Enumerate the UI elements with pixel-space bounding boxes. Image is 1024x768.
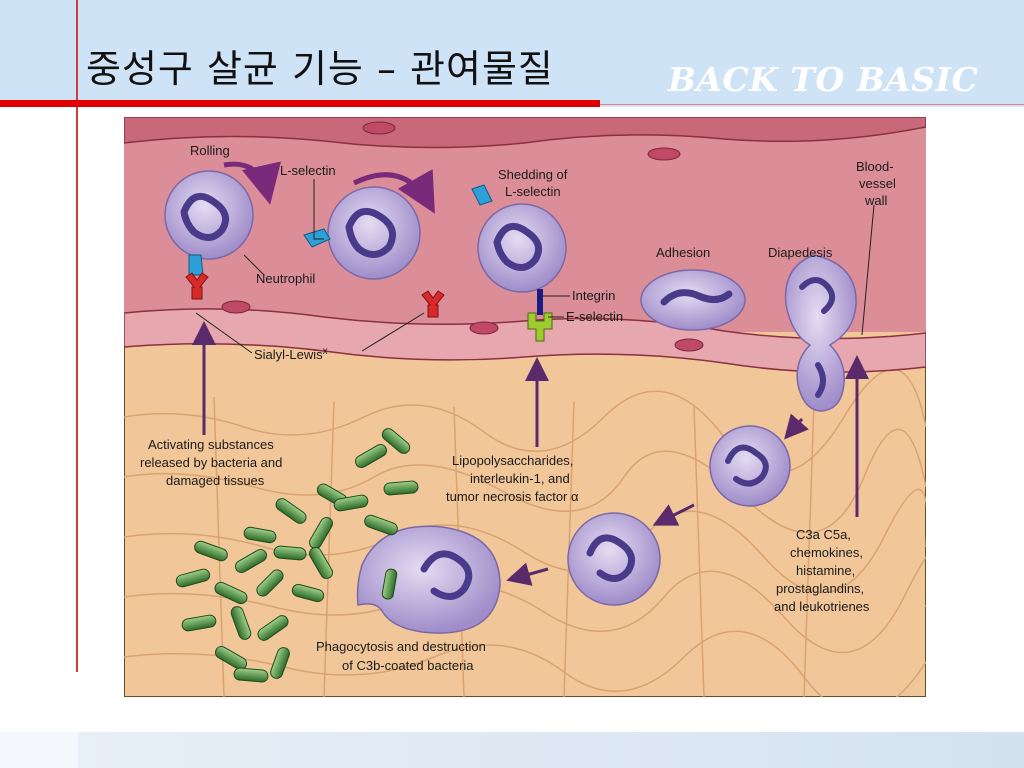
label-activating-2: released by bacteria and (140, 455, 282, 470)
neutrophil-shedding (477, 203, 567, 293)
label-phagocytosis-1: Phagocytosis and destruction (316, 639, 486, 654)
neutrophil-rolling-1 (164, 170, 254, 260)
brand-watermark: BACK TO BASIC (668, 60, 979, 99)
vessel-bottom-wall (124, 308, 926, 373)
rolling-arrow-1 (223, 161, 281, 205)
label-adhesion: Adhesion (656, 245, 710, 260)
endothelial-nuclei (221, 121, 704, 352)
neutrophil-rolling-2 (327, 186, 421, 280)
label-lps-2: interleukin-1, and (470, 471, 570, 486)
neutrophil-migration-diagram: Rolling L-selectin Shedding of L-selecti… (124, 117, 926, 697)
title-underline (0, 100, 600, 107)
integrin-molecule (537, 289, 543, 315)
e-selectin-molecule (527, 312, 553, 342)
label-activating-1: Activating substances (148, 437, 274, 452)
label-chemokines-5: and leukotrienes (774, 599, 870, 614)
label-chemokines-1: C3a C5a, (796, 527, 851, 542)
footer-box (0, 732, 78, 768)
label-e-selectin: E-selectin (566, 309, 623, 324)
leader-lines (195, 179, 875, 354)
label-l-selectin: L-selectin (280, 163, 336, 178)
label-lps-1: Lipopolysaccharides, (452, 453, 573, 468)
neutrophil-diapedesis (784, 254, 857, 412)
l-selectin-molecules (188, 184, 493, 276)
label-blood-vessel-3: wall (864, 193, 888, 208)
label-activating-3: damaged tissues (166, 473, 265, 488)
label-blood-vessel-1: Blood- (856, 159, 894, 174)
neutrophil-migrating-2 (567, 512, 661, 606)
label-phagocytosis-2: of C3b-coated bacteria (342, 658, 474, 673)
label-shedding-2: L-selectin (505, 184, 561, 199)
title-thin-rule (600, 104, 1024, 105)
arrow-migrate-2 (652, 503, 695, 526)
label-blood-vessel-2: vessel (859, 176, 896, 191)
label-shedding-1: Shedding of (498, 167, 568, 182)
footer-band (0, 732, 1024, 768)
left-vertical-rule (76, 0, 78, 672)
arrow-migrate-3 (506, 562, 549, 586)
label-chemokines-2: chemokines, (790, 545, 863, 560)
label-chemokines-4: prostaglandins, (776, 581, 864, 596)
label-lps-3: tumor necrosis factor α (446, 489, 579, 504)
label-sialyl-lewis: Sialyl-Lewisx (254, 346, 328, 362)
neutrophil-adhesion (640, 269, 746, 331)
neutrophil-phagocytosing (356, 525, 501, 634)
sialyl-lewis-x-molecules (185, 272, 445, 318)
arrow-migrate-1 (784, 413, 809, 440)
label-integrin: Integrin (572, 288, 615, 303)
label-diapedesis: Diapedesis (768, 245, 833, 260)
label-chemokines-3: histamine, (796, 563, 855, 578)
label-neutrophil: Neutrophil (256, 271, 315, 286)
slide-title: 중성구 살균 기능 – 관여물질 (86, 47, 554, 91)
header-band (0, 0, 1024, 107)
neutrophil-migrating-1 (709, 425, 791, 507)
vessel-top-wall (124, 117, 926, 149)
rolling-arrow-2 (352, 169, 435, 214)
bacteria-cluster (175, 428, 419, 683)
label-rolling: Rolling (190, 143, 230, 158)
